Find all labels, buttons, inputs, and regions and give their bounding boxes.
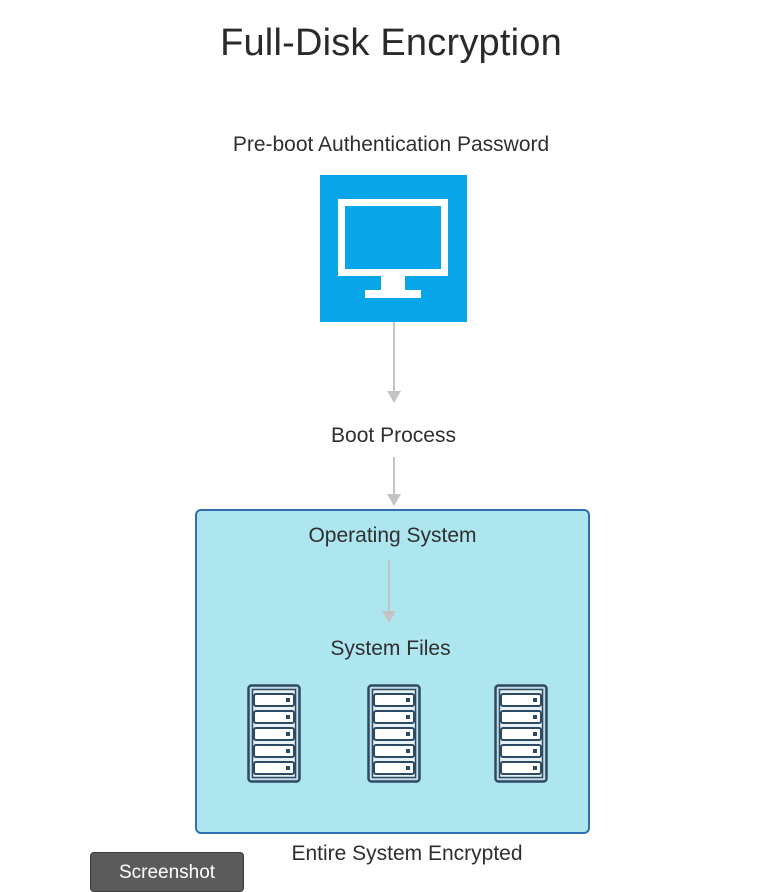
server-rack-icon bbox=[247, 684, 301, 783]
server-rack-icon bbox=[494, 684, 548, 783]
entire-system-encrypted-label: Entire System Encrypted bbox=[291, 842, 523, 865]
server-rack-icon bbox=[367, 684, 421, 783]
system-files-label: System Files bbox=[330, 637, 451, 660]
diagram-title: Full-Disk Encryption bbox=[220, 22, 562, 64]
operating-system-box bbox=[195, 509, 590, 834]
arrow-monitor-to-boot bbox=[393, 322, 395, 392]
boot-process-label: Boot Process bbox=[331, 424, 456, 447]
arrow-head-icon bbox=[387, 391, 401, 403]
arrow-head-icon bbox=[382, 611, 396, 623]
preboot-auth-label: Pre-boot Authentication Password bbox=[232, 133, 550, 156]
arrow-os-to-files bbox=[388, 560, 390, 612]
operating-system-label: Operating System bbox=[308, 524, 477, 547]
screenshot-button[interactable]: Screenshot bbox=[90, 852, 244, 892]
arrow-head-icon bbox=[387, 494, 401, 506]
computer-monitor-icon bbox=[320, 175, 467, 322]
arrow-boot-to-os bbox=[393, 457, 395, 495]
